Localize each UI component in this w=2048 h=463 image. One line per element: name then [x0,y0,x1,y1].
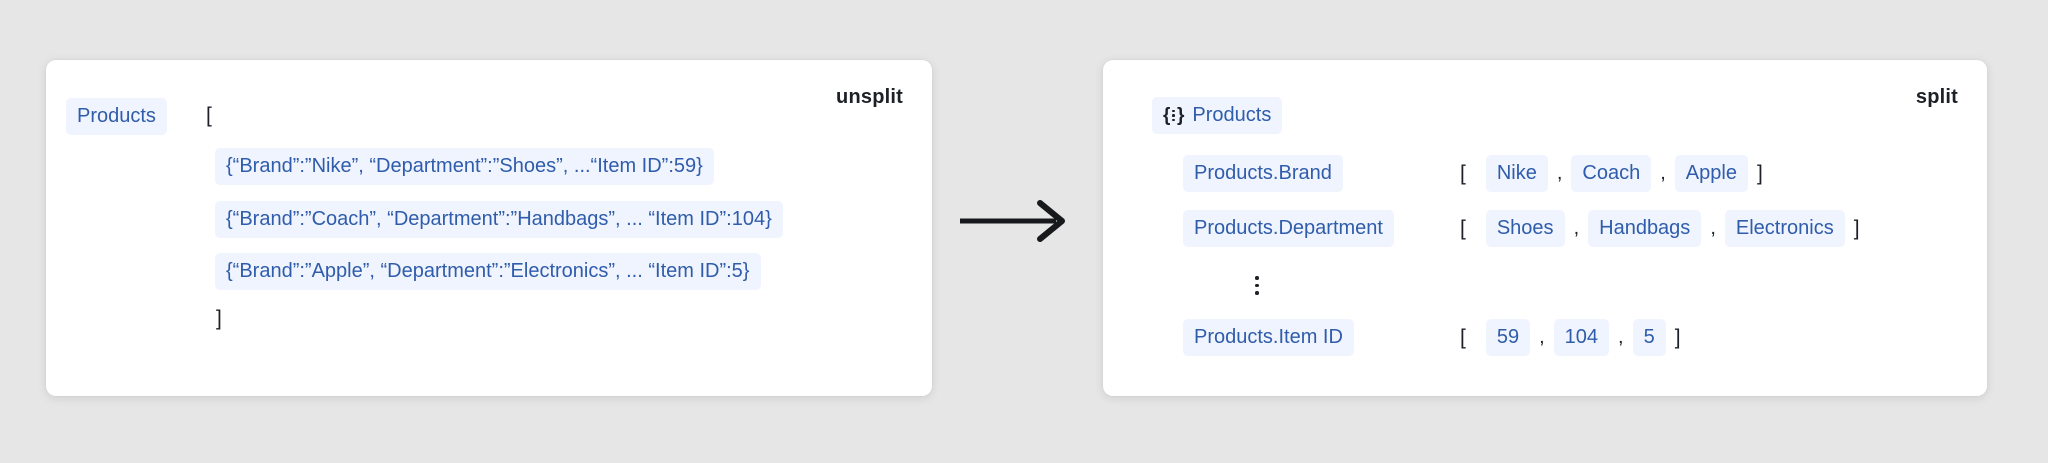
split-label: split [1915,86,1958,108]
array-open-bracket: [ [206,104,212,127]
array-open-bracket: [ [1460,161,1466,185]
record-chip: {“Brand”:”Coach”, “Department”:”Handbags… [215,201,783,238]
close-brace: } [1177,105,1185,126]
comma: , [1539,326,1545,348]
value-chip: Shoes [1485,210,1565,247]
value-chip: 59 [1485,319,1531,356]
value-chip: Handbags [1588,210,1702,247]
comma: , [1710,217,1716,239]
products-struct-chip: { } Products [1152,97,1283,134]
braces-dots-icon: { } [1163,106,1184,125]
field-row: Products.Item ID [ 59 , 104 , 5 ] [1183,319,1681,356]
vertical-ellipsis-icon [1255,276,1259,295]
value-chip: 104 [1553,319,1610,356]
value-chip: Apple [1674,155,1748,192]
record-chip: {“Brand”:”Apple”, “Department”:”Electron… [215,253,761,290]
products-source-chip: Products [66,98,167,135]
field-label-chip: Products.Department [1183,210,1394,247]
value-chip: Nike [1485,155,1548,192]
comma: , [1573,217,1580,239]
comma: , [1556,162,1563,184]
split-card: split { } Products Products.Brand [ Nike… [1103,60,1987,396]
field-row: Products.Department [ Shoes , Handbags ,… [1183,210,1860,247]
header-label: Products [1192,104,1272,126]
field-label-chip: Products.Brand [1183,155,1343,192]
array-open-bracket: [ [1460,325,1466,349]
right-arrow-icon [960,200,1065,242]
unsplit-card: unsplit Products [ {“Brand”:”Nike”, “Dep… [46,60,932,396]
array-close-bracket: ] [1756,161,1763,185]
open-brace: { [1163,105,1171,126]
value-chip: Coach [1571,155,1652,192]
field-row: Products.Brand [ Nike , Coach , Apple ] [1183,155,1763,192]
array-close-bracket: ] [1674,325,1681,349]
comma: , [1618,326,1624,348]
record-chip: {“Brand”:”Nike”, “Department”:”Shoes”, .… [215,148,714,185]
array-close-bracket: ] [216,307,222,330]
array-close-bracket: ] [1853,216,1860,240]
comma: , [1660,162,1666,184]
field-label-chip: Products.Item ID [1183,319,1354,356]
unsplit-label: unsplit [836,86,903,108]
array-open-bracket: [ [1460,216,1466,240]
value-chip: Electronics [1724,210,1845,247]
dots-column [1171,109,1176,122]
value-chip: 5 [1632,319,1666,356]
